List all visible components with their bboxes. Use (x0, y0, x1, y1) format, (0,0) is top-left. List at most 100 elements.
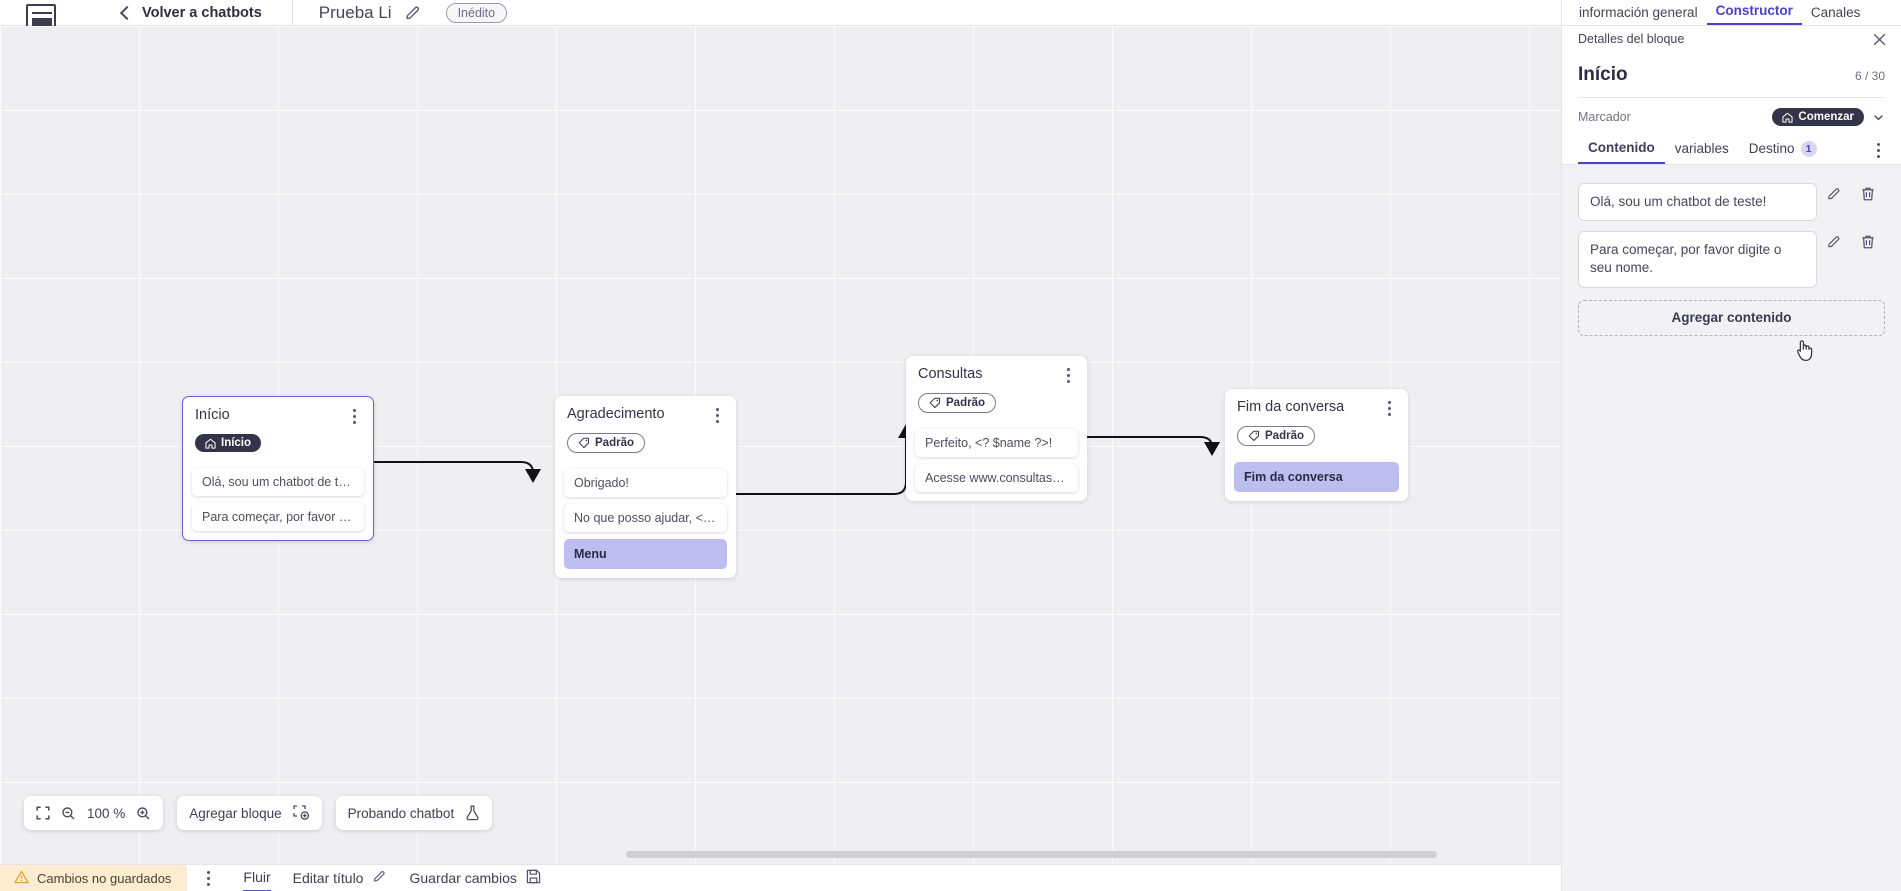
node-title: Agradecimento (567, 406, 665, 422)
save-disk-icon[interactable] (526, 869, 541, 887)
kebab-menu-icon[interactable] (1382, 399, 1396, 417)
tab-contenido-label: Contenido (1588, 140, 1655, 155)
pencil-icon[interactable] (1817, 186, 1851, 202)
node-header: Início Início (183, 397, 373, 461)
chevron-left-icon[interactable] (118, 6, 132, 20)
flow-node-inicio[interactable]: Início Início Olá, sou um chatbot de tes… (182, 396, 374, 541)
node-badge-label: Padrão (946, 397, 985, 409)
close-icon[interactable] (1872, 32, 1887, 47)
trash-icon[interactable] (1851, 186, 1885, 202)
node-message[interactable]: Olá, sou um chatbot de teste! (192, 468, 364, 496)
flow-node-consultas[interactable]: Consultas Padrão Perfeito, <? $name ?>! … (906, 356, 1087, 501)
tab-destino[interactable]: Destino 1 (1739, 137, 1827, 164)
node-badge-label: Início (221, 437, 252, 449)
flow-node-agradecimento[interactable]: Agradecimento Padrão Obrigado! No que po… (555, 396, 736, 578)
node-body: Perfeito, <? $name ?>! Acesse www.consul… (906, 429, 1087, 501)
tab-canales[interactable]: Canales (1810, 5, 1861, 20)
page-title: Prueba Li (318, 2, 392, 22)
pencil-icon[interactable] (404, 4, 422, 22)
tab-constructor[interactable]: Constructor (1706, 3, 1802, 25)
kebab-menu-icon[interactable] (710, 406, 724, 424)
content-text[interactable]: Olá, sou um chatbot de teste! (1578, 183, 1817, 222)
content-list: Olá, sou um chatbot de teste! (1562, 165, 1901, 288)
node-header: Agradecimento Padrão (555, 396, 736, 462)
tab-contenido[interactable]: Contenido (1578, 136, 1665, 164)
node-message[interactable]: No que posso ajudar, <? $name ... (564, 504, 727, 532)
fit-screen-icon[interactable] (36, 806, 50, 820)
flask-icon[interactable] (465, 805, 480, 821)
zoom-in-icon[interactable] (136, 806, 151, 821)
kebab-menu-icon[interactable] (1871, 141, 1885, 159)
status-badge: Inédito (445, 2, 508, 23)
kebab-menu-icon[interactable] (201, 869, 215, 887)
marker-badge-label: Comenzar (1798, 111, 1854, 123)
add-content-button[interactable]: Agregar contenido (1578, 299, 1885, 336)
horizontal-scrollbar[interactable] (0, 850, 1561, 859)
node-badge-label: Padrão (595, 437, 634, 449)
node-message[interactable]: Para começar, por favor digite o ... (192, 503, 364, 531)
node-message[interactable]: Perfeito, <? $name ?>! (915, 429, 1078, 457)
node-body: Obrigado! No que posso ajudar, <? $name … (555, 469, 736, 578)
add-block-button[interactable]: Agregar bloque (177, 796, 322, 830)
block-details-label: Detalles del bloque (1578, 32, 1685, 46)
save-changes-button[interactable]: Guardar cambios (409, 865, 541, 891)
app-logo-icon[interactable] (24, 0, 58, 26)
panel-tabs: información general Constructor Canales (1562, 0, 1901, 26)
node-header: Fim da conversa Padrão (1225, 389, 1408, 455)
edit-title-label: Editar título (292, 870, 364, 886)
content-item: Para começar, por favor digite o seu nom… (1578, 231, 1885, 288)
content-item: Olá, sou um chatbot de teste! (1578, 183, 1885, 222)
marker-label: Marcador (1578, 110, 1631, 124)
test-chatbot-label: Probando chatbot (347, 805, 455, 821)
pencil-icon[interactable] (372, 869, 387, 887)
unsaved-changes-banner: Cambios no guardados (0, 864, 188, 891)
tab-informacion-general[interactable]: información general (1579, 5, 1698, 20)
warning-triangle-icon (14, 870, 29, 887)
bottom-tab-flow[interactable]: Fluir (243, 865, 271, 891)
node-message[interactable]: Obrigado! (564, 469, 727, 497)
tab-variables[interactable]: variables (1665, 137, 1739, 163)
block-details-pane: Detalles del bloque Início 6 / 30 Marcad… (1562, 26, 1901, 891)
save-changes-label: Guardar cambios (409, 870, 517, 886)
back-to-chatbots-link[interactable]: Volver a chatbots (142, 4, 262, 21)
bottom-tab-flow-label: Fluir (243, 869, 271, 885)
kebab-menu-icon[interactable] (347, 407, 361, 425)
tab-variables-label: variables (1674, 141, 1729, 156)
node-action-block[interactable]: Menu (564, 539, 727, 569)
content-tabs: Contenido variables Destino 1 (1562, 136, 1901, 165)
edit-title-button[interactable]: Editar título (293, 865, 388, 891)
block-header: Início 6 / 30 Marcador Comenzar (1562, 52, 1901, 136)
node-title: Consultas (918, 366, 983, 382)
top-bar: Volver a chatbots Prueba Li Inédito (0, 0, 1561, 26)
canvas-toolbar: 100 % Agregar bloque Probando chatbot (24, 796, 493, 830)
kebab-menu-icon[interactable] (1061, 366, 1075, 384)
zoom-out-icon[interactable] (61, 806, 76, 821)
trash-icon[interactable] (1851, 234, 1885, 250)
destino-count-badge: 1 (1800, 140, 1817, 157)
block-details-header: Detalles del bloque (1562, 26, 1901, 52)
unsaved-changes-label: Cambios no guardados (37, 870, 172, 886)
chevron-down-icon[interactable] (1872, 111, 1885, 124)
flow-canvas[interactable]: Início Início Olá, sou um chatbot de tes… (0, 26, 1561, 864)
node-badge-label: Padrão (1265, 430, 1304, 442)
scrollbar-thumb[interactable] (626, 851, 1437, 858)
content-text[interactable]: Para começar, por favor digite o seu nom… (1578, 231, 1817, 288)
add-block-icon[interactable] (292, 805, 310, 821)
pencil-icon[interactable] (1817, 234, 1851, 250)
flow-node-fim-da-conversa[interactable]: Fim da conversa Padrão Fim da conversa (1225, 389, 1408, 501)
zoom-controls: 100 % (24, 796, 164, 830)
marker-badge[interactable]: Comenzar (1772, 108, 1864, 126)
node-message[interactable]: Acesse www.consultas.com par... (915, 464, 1078, 492)
node-badge: Padrão (567, 433, 645, 453)
node-badge: Padrão (918, 393, 996, 413)
tab-destino-label: Destino (1748, 141, 1795, 156)
test-chatbot-button[interactable]: Probando chatbot (335, 796, 493, 830)
node-body: Olá, sou um chatbot de teste! Para começ… (183, 468, 373, 540)
header-divider (291, 0, 293, 26)
block-count: 6 / 30 (1854, 69, 1885, 83)
marker-row: Marcador Comenzar (1578, 98, 1885, 136)
node-header: Consultas Padrão (906, 356, 1087, 422)
node-action-block[interactable]: Fim da conversa (1234, 462, 1399, 492)
zoom-level-label: 100 % (87, 805, 126, 821)
